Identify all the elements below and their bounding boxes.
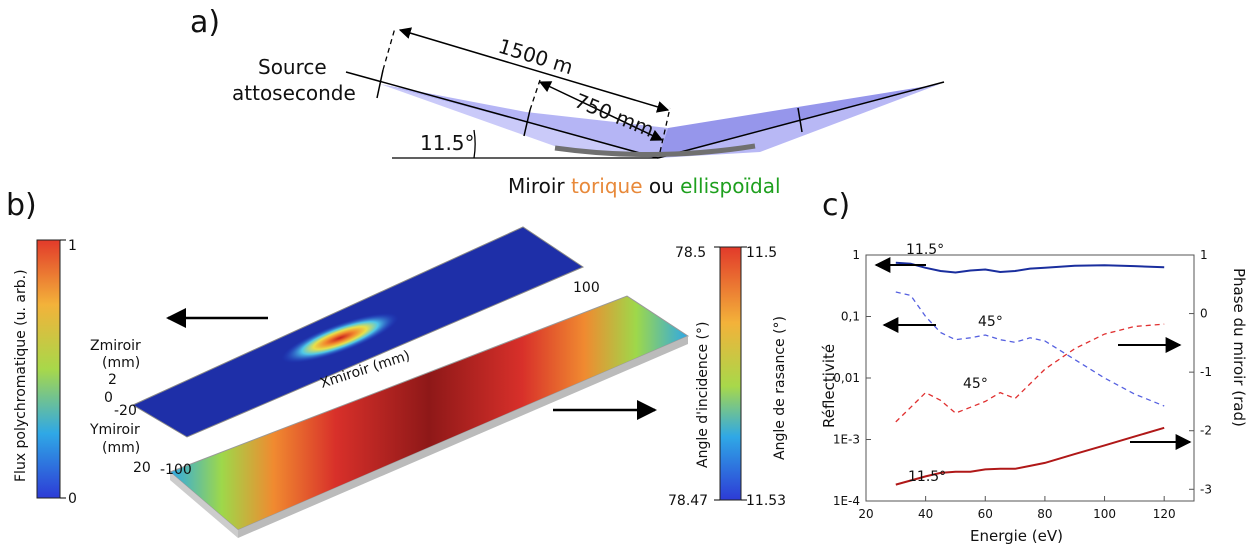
y-right-tick-label-4: -3 (1200, 482, 1212, 496)
series-line-1 (895, 291, 1165, 407)
x-tick-label-2: 60 (978, 507, 993, 521)
chart-xlabel: Energie (eV) (970, 527, 1063, 545)
z-zero: 0 (104, 390, 113, 406)
series-line-3 (895, 426, 1165, 486)
y-label-1: Ymiroir (89, 422, 140, 438)
mirror (554, 143, 756, 158)
y-right-tick-label-1: 0 (1200, 307, 1208, 321)
ext-mid (529, 79, 541, 111)
mid-tick (523, 109, 531, 137)
flux-colorbar (36, 239, 61, 499)
incident-ray (345, 71, 659, 159)
y-right-tick-label-2: -1 (1200, 365, 1212, 379)
ras-top: 11.5 (746, 245, 777, 261)
inc-title: Angle d'incidence (°) (695, 322, 711, 468)
ras-title: Angle de rasance (°) (772, 316, 788, 460)
ext-mirror (659, 107, 671, 153)
angle-colorbar (719, 246, 742, 501)
angle-arc (473, 129, 476, 159)
y-plus: 20 (133, 460, 151, 476)
chart-frame (865, 254, 1195, 502)
ras-bottom: 11.53 (746, 493, 786, 509)
y-tick-label-0: 1 (852, 248, 860, 262)
annot-blue-solid: 11.5° (906, 242, 944, 258)
x-minus: -100 (160, 462, 192, 478)
flux-title: Flux polychromatique (u. arb.) (13, 269, 29, 482)
panel-c-label: c) (822, 188, 850, 223)
y-right-tick-label-3: -2 (1200, 424, 1212, 438)
series-line-0 (895, 261, 1165, 274)
z-top: 2 (108, 372, 117, 388)
inc-bottom: 78.47 (668, 493, 708, 509)
angle-surface (169, 295, 690, 538)
mirror-ellip-label: ellispoïdal (680, 174, 780, 198)
flux-spot (281, 313, 399, 363)
y-tick-label-1: 0,1 (841, 310, 860, 324)
source-label-1: Source (258, 55, 327, 79)
panel-a: a) 1500 m 750 mm 11.5° Source attosecond… (190, 5, 945, 198)
ext-source (382, 27, 396, 71)
mirror-caption: Miroir torique ou ellispoïdal (508, 174, 781, 198)
dim-arrow-short (538, 81, 664, 141)
mirror-toric-label: torique (571, 174, 643, 198)
x-tick-label-1: 40 (918, 507, 933, 521)
annot-red-solid: 11.5° (908, 469, 946, 485)
annot-blue-dashed: 45° (978, 314, 1003, 330)
y-right-tick-label-0: 1 (1200, 248, 1208, 262)
chart-series (895, 261, 1165, 486)
source-label-2: attoseconde (232, 81, 356, 105)
chart-ticks: 20 40 60 80 100 120 1 0,1 0,01 1E-3 1E-4 1 0 -1 -2 -3 (833, 248, 1212, 521)
flux-max: 1 (68, 238, 77, 254)
chart-ylabel-right: Phase du miroir (rad) (1230, 268, 1248, 427)
panel-c: c) 20 40 60 80 100 120 1 0,1 0,01 1E-3 1E-4 1 0 -1 -2 -… (820, 188, 1248, 545)
panel-b: b) 1 0 Flux polychromatique (u. arb.) Zm… (6, 188, 788, 538)
x-tick-label-4: 100 (1093, 507, 1116, 521)
flux-min: 0 (68, 491, 77, 507)
angle-label: 11.5° (420, 131, 475, 155)
y-tick-label-3: 1E-3 (833, 433, 860, 447)
dist-long-label: 1500 m (496, 34, 576, 79)
y-tick-label-2: 0,01 (833, 371, 860, 385)
source-tick (376, 69, 384, 99)
y-label-2: (mm) (102, 440, 140, 456)
y-tick-label-4: 1E-4 (833, 494, 860, 508)
z-label-2: (mm) (102, 355, 140, 371)
out-tick (797, 107, 803, 133)
chart-ylabel: Réflectivité (820, 344, 838, 428)
annot-red-dashed: 45° (963, 376, 988, 392)
x-tick-label-0: 20 (858, 507, 873, 521)
z-label-1: Zmiroir (90, 338, 141, 354)
y-minus: -20 (114, 403, 137, 419)
panel-a-label: a) (190, 5, 220, 40)
x-tick-label-5: 120 (1153, 507, 1176, 521)
inc-top: 78.5 (675, 245, 706, 261)
reflected-ray (657, 81, 945, 159)
panel-b-label: b) (6, 188, 37, 223)
series-line-2 (895, 323, 1165, 423)
x-tick-label-3: 80 (1037, 507, 1052, 521)
x-plus: 100 (573, 280, 600, 296)
